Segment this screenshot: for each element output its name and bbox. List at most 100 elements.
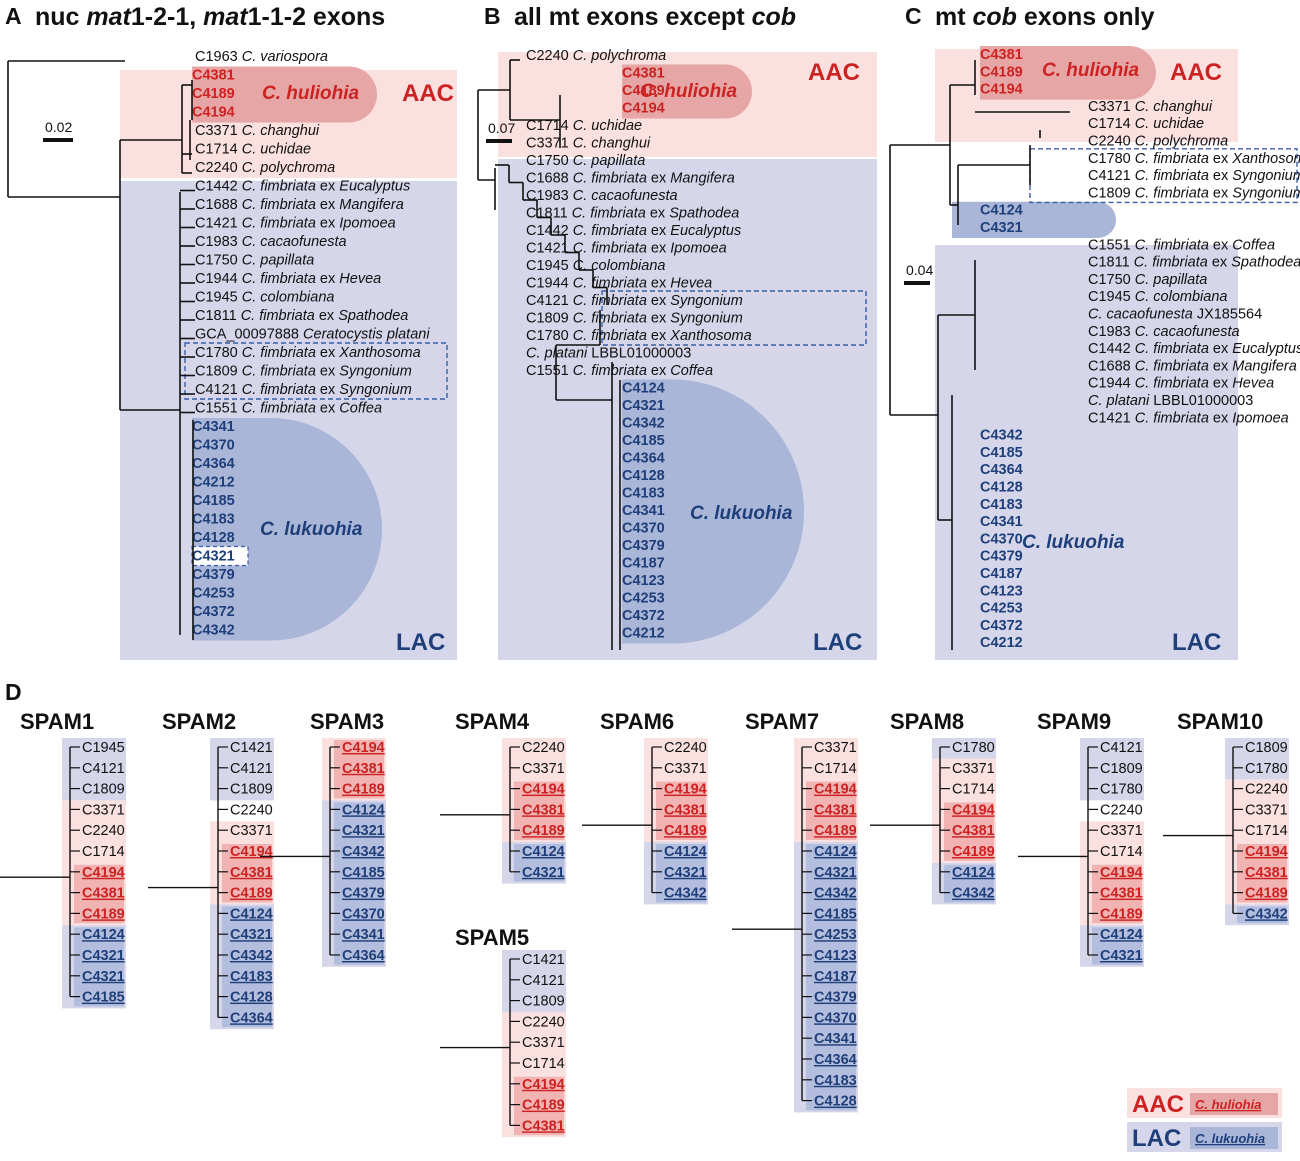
- label-part: C. fimbriata: [242, 216, 316, 232]
- spam-tip-label: C3371: [230, 823, 273, 839]
- spam-tip-label: C4342: [952, 886, 995, 902]
- panel-c-tip-label: C4381: [980, 47, 1023, 63]
- label-part: ex: [647, 328, 670, 344]
- spam-tip-label: C4321: [230, 927, 273, 943]
- label-part: Spathodea: [669, 206, 739, 222]
- panel-a-tip-label: C1944 C. fimbriata ex Hevea: [195, 271, 381, 287]
- label-part: ex: [647, 171, 670, 187]
- panel-a-tip-label: C1714 C. uchidae: [195, 142, 311, 158]
- panel-a-tip-label: C1688 C. fimbriata ex Mangifera: [195, 197, 404, 213]
- panel-b-tip-label: C4128: [622, 468, 665, 484]
- panel-b-tip-label: C4212: [622, 626, 665, 642]
- label-part: C. fimbriata: [242, 345, 316, 361]
- spam-tip-label: C4189: [1245, 886, 1288, 902]
- panel-b-tip-label: C2240 C. polychroma: [526, 48, 666, 64]
- panel-c-tip-label: C4185: [980, 445, 1023, 461]
- panel-b-tip-label: C4194: [622, 101, 665, 117]
- panel-a-tip-label: C4370: [192, 438, 235, 454]
- panel-c-tip-label: C3371 C. changhui: [1088, 99, 1213, 115]
- spam-tip-label: C4342: [342, 844, 385, 860]
- label-part: C1780: [195, 345, 242, 361]
- label-part: C4121: [526, 293, 573, 309]
- spam-group-bg: [502, 1012, 566, 1075]
- spam-tip-label: C4194: [82, 865, 125, 881]
- panel-a-tip-label: C4381: [192, 68, 235, 84]
- legend-lac-swatch: [1190, 1127, 1278, 1149]
- spam-tip-label: C4381: [342, 761, 385, 777]
- panel-b-title: all mt exons except cob: [514, 3, 796, 31]
- label-part: C1688: [195, 197, 242, 213]
- label-part: C. cacaofunesta: [1135, 324, 1240, 340]
- spam-tip-label: C4194: [342, 740, 385, 756]
- label-part: C. variospora: [242, 49, 328, 65]
- panel-c-tip-label: C4183: [980, 497, 1023, 513]
- spam-tip-label: C4121: [82, 761, 125, 777]
- label-part: JX185564: [1193, 307, 1262, 323]
- label-part: Spathodea: [1231, 255, 1300, 271]
- label-part: C2240: [526, 48, 573, 64]
- label-part: C. colombiana: [573, 258, 666, 274]
- label-part: C1714: [526, 118, 573, 134]
- spam-tip-label: C2240: [522, 1014, 565, 1030]
- label-part: C1688: [526, 171, 573, 187]
- spam-tip-label: C4124: [664, 844, 707, 860]
- panel-a-tip-label: GCA_00097888 Ceratocystis platani: [195, 327, 430, 343]
- spam-title: SPAM7: [745, 709, 819, 734]
- spam-tip-label: C4124: [814, 844, 857, 860]
- panel-b-tip-label: C4379: [622, 538, 665, 554]
- label-part: C. changhui: [242, 123, 320, 139]
- label-part: LBBL01000003: [1149, 393, 1253, 409]
- label-part: C1442: [195, 179, 242, 195]
- spam-blue-box: [1237, 906, 1287, 924]
- label-part: C2240: [1088, 134, 1135, 150]
- panel-c-tip-label: C4364: [980, 462, 1023, 478]
- panel-c-tip-label: C1688 C. fimbriata ex Mangifera: [1088, 358, 1297, 374]
- label-part: C1945: [195, 290, 242, 306]
- label-part: C1551: [526, 363, 573, 379]
- label-part: ex: [647, 276, 670, 292]
- spam-tip-label: C4321: [342, 823, 385, 839]
- panel-c-tip-label: C4370: [980, 531, 1023, 547]
- label-part: C4121: [195, 382, 242, 398]
- spam-blue-box: [74, 927, 124, 1007]
- label-part: C. fimbriata: [1135, 151, 1209, 167]
- panel-c-tip-label: C4187: [980, 566, 1023, 582]
- label-part: Coffea: [670, 363, 713, 379]
- label-part: C1944: [1088, 376, 1135, 392]
- panel-a-tip-label: C1551 C. fimbriata ex Coffea: [195, 401, 382, 417]
- label-part: C. fimbriata: [573, 171, 647, 187]
- label-part: ex: [1209, 358, 1232, 374]
- spam-tip-label: C4341: [342, 927, 385, 943]
- panel-b-aac-label: AAC: [808, 59, 860, 86]
- panel-b-tip-label: C1809 C. fimbriata ex Syngonium: [526, 311, 743, 327]
- spam-tip-label: C4321: [814, 865, 857, 881]
- label-part: ex: [1209, 168, 1232, 184]
- panel-a-aac-label: AAC: [402, 80, 454, 107]
- spam-tip-label: C1809: [1100, 761, 1143, 777]
- spam-tip-label: C1780: [1100, 782, 1143, 798]
- spam-title: SPAM1: [20, 709, 94, 734]
- spam-tip-label: C3371: [664, 761, 707, 777]
- spam-group-bg: [210, 738, 274, 801]
- spam-tip-label: C4381: [814, 802, 857, 818]
- panel-b-tip-label: C1688 C. fimbriata ex Mangifera: [526, 171, 735, 187]
- label-part: LBBL01000003: [587, 346, 691, 362]
- label-part: C1750: [195, 253, 242, 269]
- spam-tip-label: C2240: [664, 740, 707, 756]
- spam-tip-label: C4381: [522, 1118, 565, 1134]
- panel-b-huliohia-label: C. huliohia: [640, 81, 738, 102]
- panel-c-tip-label: C1421 C. fimbriata ex Ipomoea: [1088, 410, 1289, 426]
- label-part: C. fimbriata: [1135, 185, 1209, 201]
- title-part: 1-1-2 exons: [248, 3, 386, 31]
- label-part: C. papillata: [1135, 272, 1208, 288]
- legend-lac-name: C. lukuohia: [1195, 1131, 1265, 1146]
- label-part: Ipomoea: [339, 216, 395, 232]
- spam-group-bg: [502, 950, 566, 1013]
- label-part: C. fimbriata: [1135, 376, 1209, 392]
- label-part: GCA_00097888: [195, 327, 303, 343]
- panel-b-tip-label: C4381: [622, 66, 665, 82]
- label-part: C. fimbriata: [242, 271, 316, 287]
- panel-c-lukuohia-label: C. lukuohia: [1022, 532, 1125, 553]
- panel-d-letter: D: [5, 679, 22, 705]
- panel-c-tip-label: C2240 C. polychroma: [1088, 134, 1228, 150]
